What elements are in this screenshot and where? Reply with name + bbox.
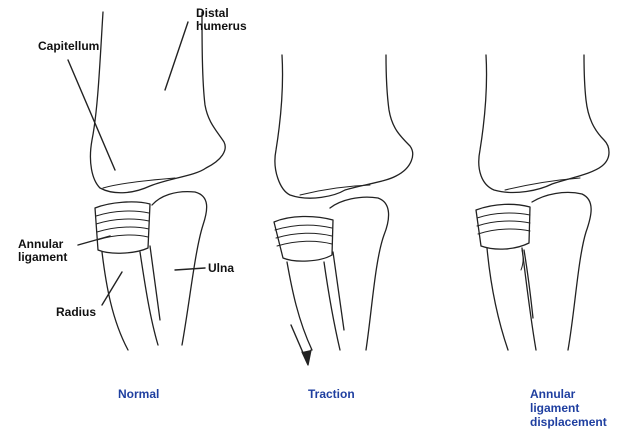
- annular-band-3-displacement: [478, 229, 530, 234]
- panel-normal-drawing: [68, 12, 225, 350]
- pointer-ulna: [175, 268, 205, 270]
- humerus-outline-traction: [275, 55, 413, 198]
- caption-normal: Normal: [118, 387, 159, 401]
- label-capitellum: Capitellum: [38, 40, 99, 53]
- panel-displacement-drawing: [476, 55, 609, 350]
- label-radius: Radius: [56, 306, 96, 319]
- label-annular-ligament: Annular ligament: [18, 238, 67, 264]
- label-distal-humerus-line2: humerus: [196, 20, 247, 33]
- ulna-outline-displacement: [532, 192, 591, 350]
- caption-displacement-line2: ligament: [530, 401, 607, 415]
- annular-band-3-traction: [277, 241, 332, 246]
- label-annular-ligament-line2: ligament: [18, 251, 67, 264]
- caption-normal-line1: Normal: [118, 387, 159, 401]
- annular-band-1-normal: [96, 211, 149, 216]
- humerus-outline-displacement: [479, 55, 609, 192]
- label-ulna: Ulna: [208, 262, 234, 275]
- caption-traction: Traction: [308, 387, 355, 401]
- radius-head-displacement: [476, 204, 530, 249]
- pointer-annular-ligament: [78, 236, 110, 245]
- radius-shaft-right-traction: [324, 262, 340, 350]
- annular-band-2-displacement: [477, 221, 530, 226]
- annular-band-1-traction: [275, 225, 332, 230]
- annular-band-2-traction: [276, 233, 332, 238]
- label-distal-humerus: Distal humerus: [196, 7, 247, 33]
- panel-traction-drawing: [274, 55, 413, 365]
- radius-shaft-right-normal: [140, 252, 158, 345]
- radius-shaft-left-traction: [287, 262, 312, 350]
- radius-head-traction: [274, 216, 333, 261]
- annular-band-2-normal: [96, 219, 149, 224]
- humerus-inner-line-normal: [103, 178, 175, 188]
- pointer-capitellum: [68, 60, 115, 170]
- ulna-left-edge-normal: [150, 246, 160, 320]
- caption-displacement-line3: displacement: [530, 415, 607, 429]
- caption-displacement-line1: Annular: [530, 387, 607, 401]
- annular-band-3-normal: [97, 227, 149, 232]
- traction-arrow-head: [302, 350, 311, 365]
- humerus-outline-normal: [90, 12, 225, 193]
- ulna-outline-traction: [330, 197, 389, 350]
- radius-shaft-right-displacement: [522, 248, 536, 350]
- radius-shaft-left-normal: [102, 252, 128, 350]
- ulna-left-edge-traction: [333, 252, 344, 330]
- radius-shaft-left-displacement: [487, 248, 508, 350]
- caption-traction-line1: Traction: [308, 387, 355, 401]
- caption-annular-ligament-displacement: Annular ligament displacement: [530, 387, 607, 429]
- ulna-left-edge-displacement: [524, 250, 533, 318]
- pointer-distal-humerus: [165, 22, 188, 90]
- annular-band-1-displacement: [477, 213, 530, 218]
